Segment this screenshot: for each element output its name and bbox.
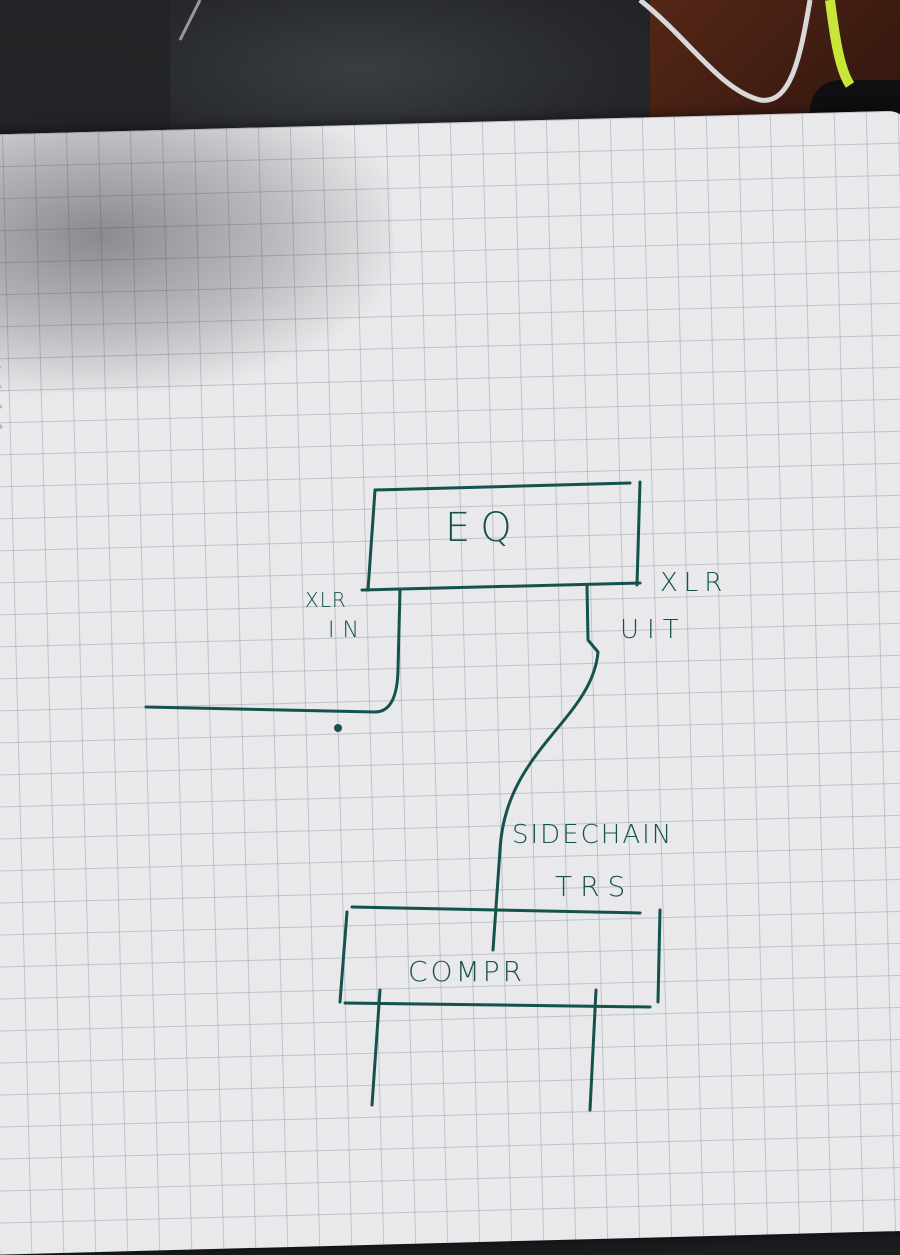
output-cable: [491, 583, 600, 952]
xlr-in-label-line1: XLR: [305, 588, 347, 612]
compressor-label: COMPR: [408, 955, 526, 988]
input-cable: [144, 588, 402, 714]
sidechain-label: SIDECHAIN: [512, 820, 674, 850]
compressor-box-left: [338, 910, 349, 1004]
ink-dot: [334, 724, 342, 732]
xlr-out-label-line1: XLR: [660, 568, 729, 598]
compressor-leg-left: [370, 988, 382, 1107]
compressor-box-bottom: [343, 1001, 652, 1009]
eq-label: EQ: [445, 505, 522, 551]
eq-box-bottom: [360, 581, 642, 592]
spiral-binding: [0, 320, 4, 430]
eq-box-right: [635, 480, 642, 587]
cables: [178, 0, 855, 103]
wiring-sketch: [144, 480, 662, 1112]
eq-box-top: [373, 481, 632, 492]
xlr-out-label-line2: UIT: [620, 615, 687, 645]
compressor-box-right: [656, 908, 662, 1004]
xlr-in-label-line2: IN: [328, 618, 367, 643]
eq-box-left: [366, 488, 377, 592]
compressor-box-top: [350, 905, 642, 915]
trs-label: TRS: [555, 870, 634, 903]
notebook-page: [0, 110, 900, 1255]
compressor-leg-right: [588, 988, 598, 1112]
